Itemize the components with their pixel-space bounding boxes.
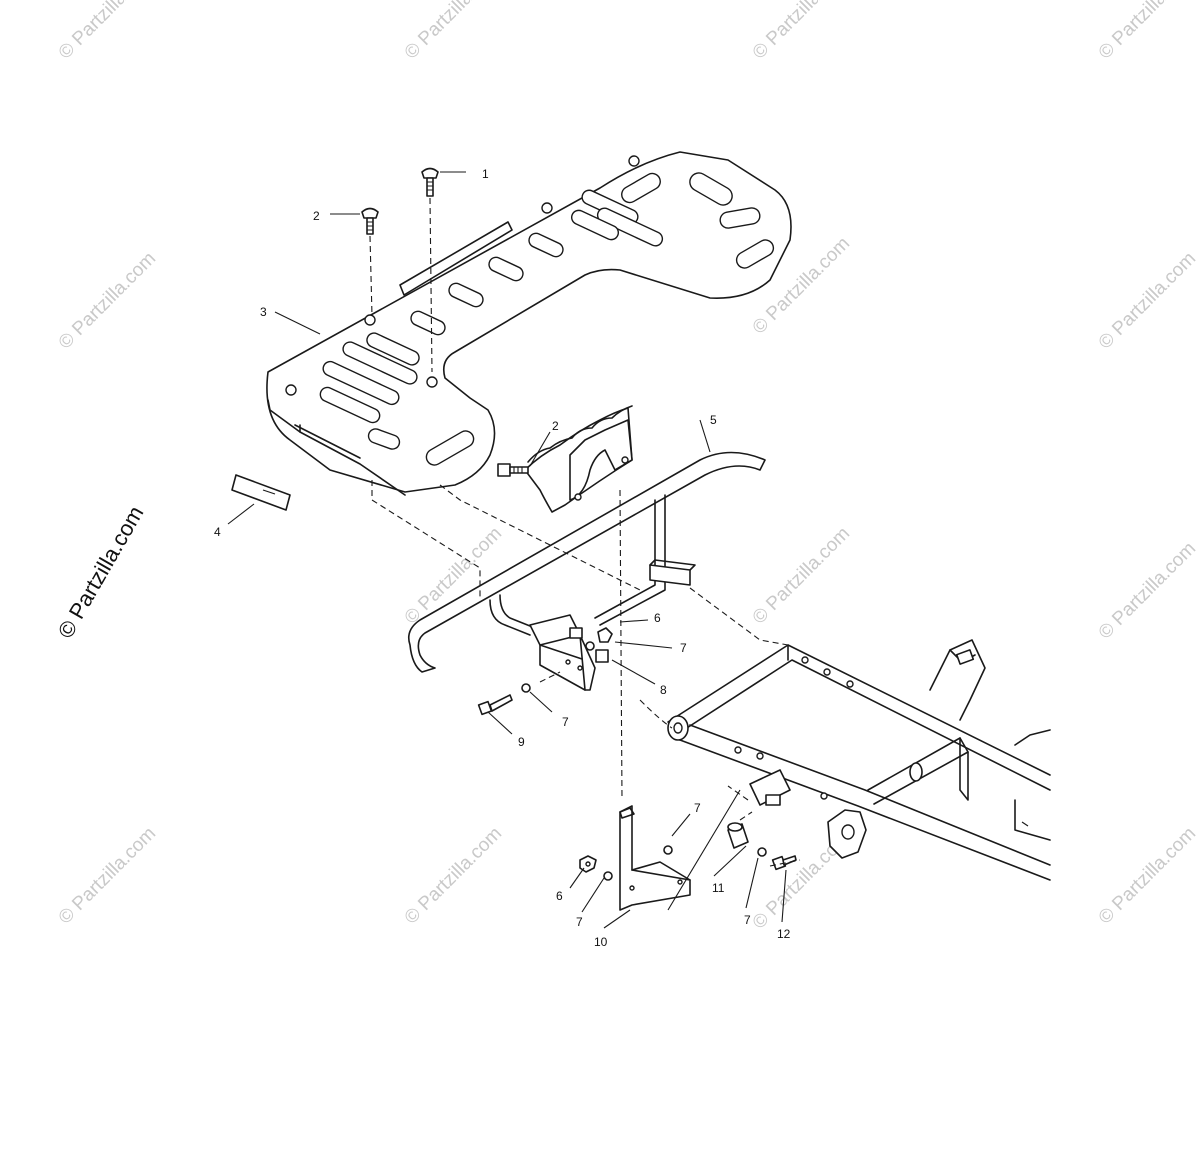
- frame-bracket: [649, 559, 696, 586]
- callout-9: 9: [518, 735, 525, 749]
- watermark: © Partzilla.com: [1095, 0, 1200, 64]
- watermark: © Partzilla.com: [55, 248, 160, 353]
- callout-7: 7: [694, 801, 701, 815]
- watermark: © Partzilla.com: [55, 0, 160, 64]
- mud-guard: [497, 405, 633, 513]
- callout-11: 11: [712, 881, 725, 895]
- callout-7: 7: [744, 913, 751, 927]
- callout-7: 7: [562, 715, 569, 729]
- lower-bracket: [579, 805, 691, 911]
- watermark-layer: © Partzilla.com © Partzilla.com © Partzi…: [53, 0, 1200, 934]
- watermark: © Partzilla.com: [401, 823, 506, 928]
- callout-1: 1: [482, 167, 489, 181]
- rack-screw-1: [421, 167, 439, 197]
- rack-screw-2: [361, 207, 379, 235]
- callout-10: 10: [594, 935, 608, 949]
- watermark-prominent: © Partzilla.com: [53, 502, 149, 643]
- callout-5: 5: [710, 413, 717, 427]
- callout-8: 8: [660, 683, 667, 697]
- callout-4: 4: [214, 525, 221, 539]
- watermark: © Partzilla.com: [749, 0, 854, 64]
- watermark: © Partzilla.com: [401, 0, 506, 64]
- watermark: © Partzilla.com: [55, 823, 160, 928]
- callout-6: 6: [556, 889, 563, 903]
- callout-2: 2: [313, 209, 320, 223]
- callout-2: 2: [552, 419, 559, 433]
- callout-3: 3: [260, 305, 267, 319]
- leader-lines: [227, 171, 787, 929]
- watermark: © Partzilla.com: [1095, 248, 1200, 353]
- callout-labels: 1 2 3 4 5 2 6 7 8 7 9 7 6 7 10 11 7 12: [214, 167, 791, 949]
- grab-bar: [407, 451, 766, 673]
- watermark: © Partzilla.com: [749, 523, 854, 628]
- assembly-lines: [371, 480, 801, 911]
- callout-7: 7: [576, 915, 583, 929]
- callout-7: 7: [680, 641, 687, 655]
- watermark: © Partzilla.com: [1095, 823, 1200, 928]
- reflector: [231, 474, 291, 511]
- callout-6: 6: [654, 611, 661, 625]
- grab-bar-bracket: [477, 614, 613, 716]
- vehicle-frame: [667, 639, 1051, 881]
- callout-12: 12: [777, 927, 791, 941]
- bushing-and-bolt: [727, 822, 797, 871]
- watermark: © Partzilla.com: [1095, 538, 1200, 643]
- rear-rack: [266, 151, 792, 496]
